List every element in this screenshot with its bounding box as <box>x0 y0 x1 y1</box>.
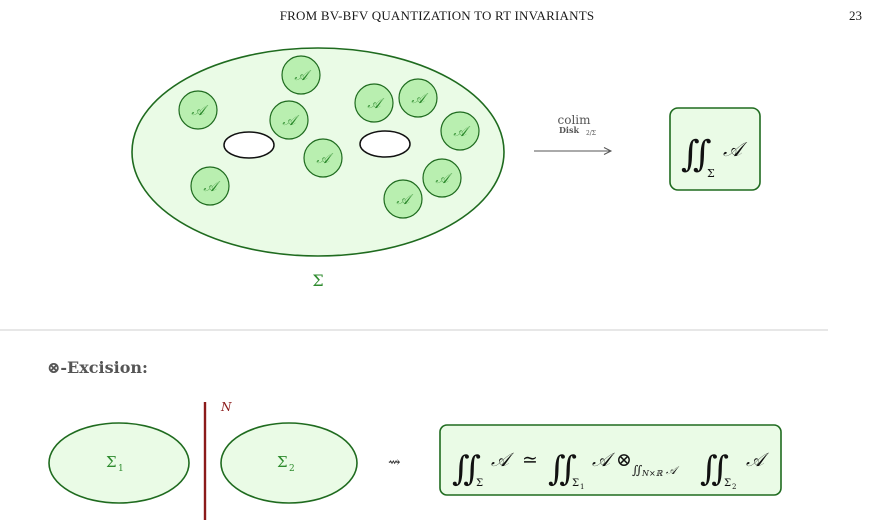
result-integral-sign: ∬ <box>681 134 712 175</box>
running-title: FROM BV-BFV QUANTIZATION TO RT INVARIANT… <box>279 8 595 23</box>
disk-9 <box>422 158 462 198</box>
result-box <box>669 107 761 191</box>
disk-label-9: 𝒜 <box>435 171 452 187</box>
disk-10 <box>383 179 423 219</box>
surface-sigma-2-label: Σ <box>277 453 288 471</box>
disk-8 <box>440 111 480 151</box>
disk-category-label: Disk <box>559 125 579 135</box>
formula-sub-sigma1: Σ <box>572 478 579 489</box>
disk-label-4: 𝒜 <box>316 151 333 167</box>
factorization-homology-box: ∬ Σ 𝒜 <box>669 107 761 191</box>
formula-integral-sigma2: ∬ <box>700 449 729 489</box>
disk-group: 𝒜 𝒜 𝒜 𝒜 𝒜 𝒜 𝒜 𝒜 𝒜 𝒜 <box>178 55 480 219</box>
surface-sigma-label: Σ <box>312 271 323 290</box>
colim-label: colim <box>558 113 592 127</box>
formula-simeq: ≃ <box>522 449 538 471</box>
surface-hole-left <box>223 131 275 159</box>
formula-integral-lhs: ∬ <box>452 449 481 489</box>
formula-sub-sigma1-index: 1 <box>580 483 584 491</box>
colim-arrow: colim Disk 2/Σ <box>534 113 613 155</box>
surface-sigma-1-sub: 1 <box>118 464 124 474</box>
disk-2 <box>178 90 218 130</box>
top-figure: 𝒜 𝒜 𝒜 𝒜 𝒜 𝒜 𝒜 𝒜 𝒜 𝒜 Σ colim Disk 2/Σ ∬ Σ 𝒜 <box>131 47 761 290</box>
excision-section: ⊗-Excision: Σ 1 N Σ 2 ⇝ ∬ Σ 𝒜 ≃ ∬ Σ <box>47 358 782 520</box>
disk-label-3: 𝒜 <box>282 113 299 129</box>
cut-label-n: N <box>220 400 232 414</box>
formula-sub-sigma-lhs: Σ <box>476 478 483 489</box>
formula-otimes: ⊗ <box>616 449 632 471</box>
disk-label-6: 𝒜 <box>367 96 384 112</box>
disk-label-1: 𝒜 <box>294 68 311 84</box>
disk-label-5: 𝒜 <box>203 179 220 195</box>
excision-formula-box <box>439 424 782 496</box>
disk-label-7: 𝒜 <box>411 91 428 107</box>
result-sub-sigma: Σ <box>707 167 715 180</box>
surface-sigma-1-label: Σ <box>106 453 117 471</box>
disk-7 <box>398 78 438 118</box>
formula-sub-sigma2-index: 2 <box>732 483 736 491</box>
excision-heading: ⊗-Excision: <box>47 358 148 377</box>
formula-sub-sigma2: Σ <box>724 478 731 489</box>
disk-label-8: 𝒜 <box>453 124 470 140</box>
disk-3 <box>269 100 309 140</box>
disk-6 <box>354 83 394 123</box>
surface-sigma-2 <box>220 422 358 504</box>
surface-sigma-1 <box>48 422 190 504</box>
formula-integral-sigma1: ∬ <box>548 449 577 489</box>
surface-sigma-2-sub: 2 <box>289 464 295 474</box>
disk-label-2: 𝒜 <box>191 103 208 119</box>
formula-otimes-integral: ∬ <box>632 463 643 477</box>
leads-to-arrow: ⇝ <box>388 453 401 471</box>
disk-5 <box>190 166 230 206</box>
colim-arrow-head <box>603 147 613 155</box>
disk-4 <box>303 138 343 178</box>
formula-otimes-sub: N×ℝ <box>641 469 664 478</box>
page-number: 23 <box>849 8 862 23</box>
surface-hole-right <box>359 130 411 158</box>
disk-1 <box>281 55 321 95</box>
page-header: FROM BV-BFV QUANTIZATION TO RT INVARIANT… <box>0 6 874 28</box>
disk-label-10: 𝒜 <box>396 192 413 208</box>
disk-category-sub: 2/Σ <box>586 130 596 137</box>
